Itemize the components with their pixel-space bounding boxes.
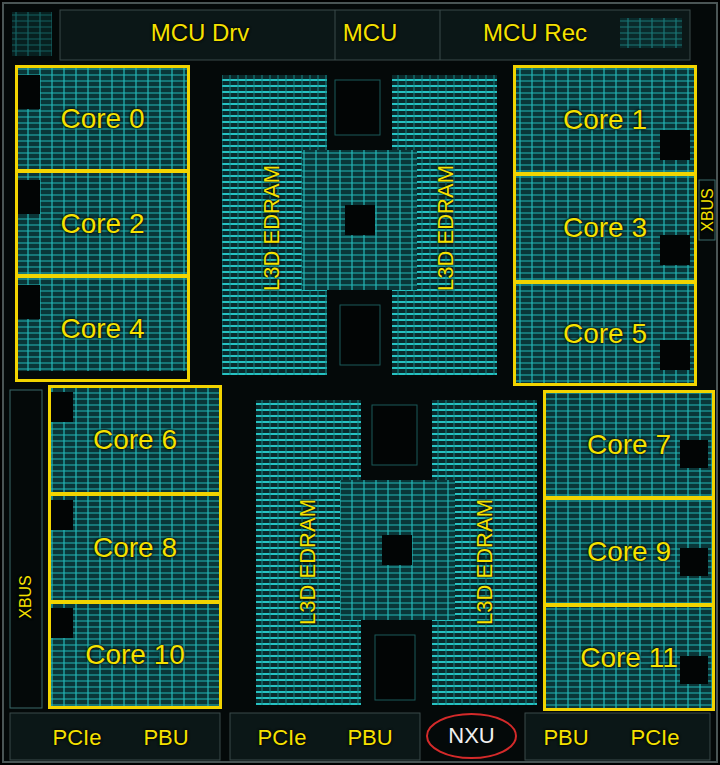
core-name: Core 9 xyxy=(587,536,671,568)
top-strip xyxy=(12,10,690,60)
edram-top xyxy=(222,75,497,375)
core-name: Core 4 xyxy=(60,313,144,345)
label-anchor: XBUS xyxy=(17,575,35,619)
core-name: Core 8 xyxy=(93,532,177,564)
core-name: Core 7 xyxy=(587,429,671,461)
unit-label: MCU Rec xyxy=(483,19,587,46)
unit-label: PBU xyxy=(543,725,588,750)
core-box: Core 10 xyxy=(48,601,222,709)
label-anchor: MCU Drv xyxy=(151,19,250,47)
memory-label: L3D EDRAM xyxy=(259,165,284,291)
core-box: Core 5 xyxy=(513,281,697,386)
unit-label: PBU xyxy=(143,725,188,750)
core-name: Core 10 xyxy=(85,639,185,671)
core-name: Core 5 xyxy=(563,318,647,350)
label-anchor: PBU xyxy=(347,725,392,751)
memory-label: XBUS xyxy=(17,575,34,619)
unit-label: PBU xyxy=(347,725,392,750)
die-outline xyxy=(3,3,717,762)
edram-bottom xyxy=(256,400,537,705)
core-name: Core 6 xyxy=(93,424,177,456)
core-name: Core 2 xyxy=(60,208,144,240)
label-anchor: L3D EDRAM xyxy=(295,499,321,625)
memory-label: L3D EDRAM xyxy=(433,165,458,291)
unit-label: MCU xyxy=(343,19,398,46)
unit-label: PCIe xyxy=(631,725,680,750)
label-anchor: L3D EDRAM xyxy=(472,499,498,625)
core-circuits xyxy=(18,68,712,708)
unit-label: MCU Drv xyxy=(151,19,250,46)
bottom-strip xyxy=(10,713,710,760)
core-box: Core 2 xyxy=(15,170,190,277)
label-anchor: MCU xyxy=(343,19,398,47)
label-anchor: L3D EDRAM xyxy=(259,165,285,291)
label-anchor: PCIe xyxy=(258,725,307,751)
oval-ring xyxy=(427,714,516,758)
core-box: Core 0 xyxy=(15,65,190,172)
label-anchor: L3D EDRAM xyxy=(433,165,459,291)
core-box: Core 6 xyxy=(48,385,222,495)
label-anchor: MCU Rec xyxy=(483,19,587,47)
core-box: Core 4 xyxy=(15,275,190,382)
memory-label: L3D EDRAM xyxy=(295,499,320,625)
core-box: Core 11 xyxy=(543,604,715,711)
highlight-oval: NXU xyxy=(425,712,518,760)
core-box: Core 1 xyxy=(513,65,697,175)
core-name: Core 0 xyxy=(60,103,144,135)
label-anchor: PBU xyxy=(143,725,188,751)
label-anchor: PCIe xyxy=(631,725,680,751)
unit-label: PCIe xyxy=(53,725,102,750)
core-name: Core 3 xyxy=(563,212,647,244)
memory-label: XBUS xyxy=(699,188,716,232)
label-anchor: XBUS xyxy=(699,188,717,232)
memory-label: L3D EDRAM xyxy=(472,499,497,625)
core-box: Core 8 xyxy=(48,493,222,603)
core-name: Core 11 xyxy=(580,642,678,674)
core-box: Core 7 xyxy=(543,390,715,499)
label-anchor: PBU xyxy=(543,725,588,751)
unit-label: PCIe xyxy=(258,725,307,750)
core-box: Core 9 xyxy=(543,497,715,606)
label-anchor: PCIe xyxy=(53,725,102,751)
side-io xyxy=(10,180,715,708)
core-box: Core 3 xyxy=(513,173,697,283)
core-name: Core 1 xyxy=(563,104,647,136)
unit-name: NXU xyxy=(448,723,494,749)
